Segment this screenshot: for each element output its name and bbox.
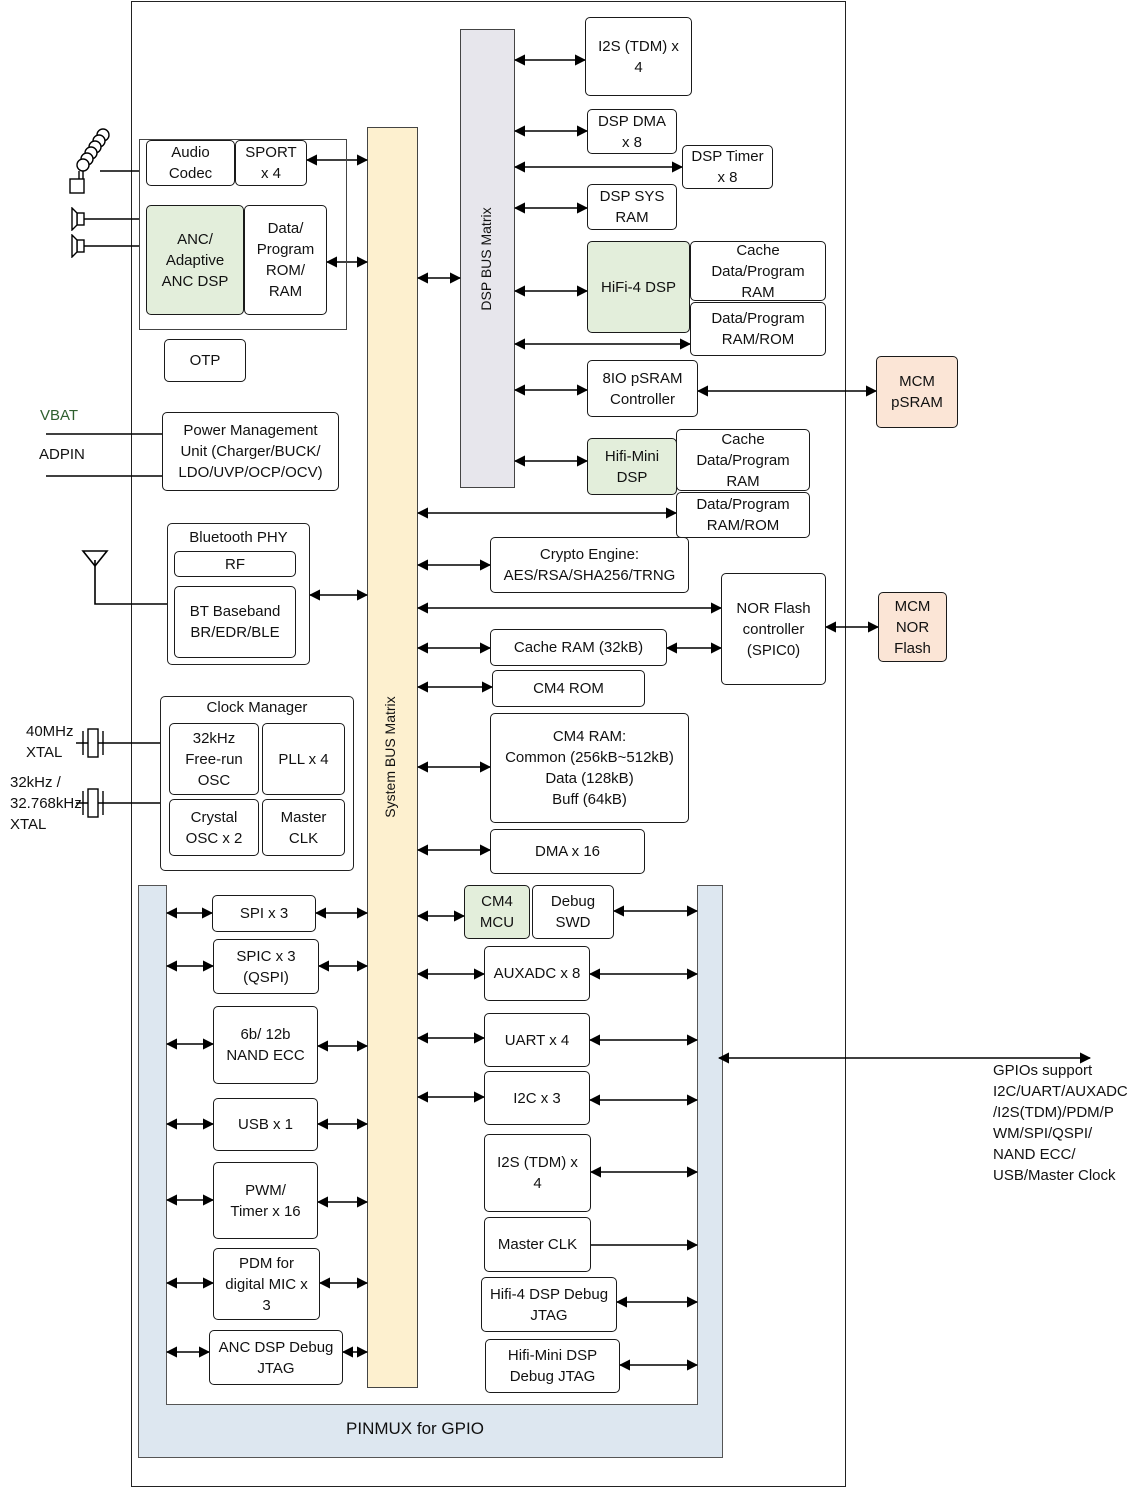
usb: USB x 1 — [213, 1098, 318, 1151]
cm4-rom: CM4 ROM — [492, 670, 645, 707]
hifimini-dsp: Hifi-Mini DSP — [587, 438, 677, 495]
microphone-icon — [69, 128, 110, 194]
crystal-osc: Crystal OSC x 2 — [169, 799, 259, 856]
mcm-nor-flash: MCM NOR Flash — [878, 592, 947, 662]
spic-qspi: SPIC x 3 (QSPI) — [213, 939, 319, 994]
speaker-icon — [71, 234, 85, 258]
system-bus-matrix — [367, 127, 418, 1388]
debug-swd: Debug SWD — [532, 885, 614, 939]
sport: SPORT x 4 — [235, 140, 307, 186]
bt-rf: RF — [174, 551, 296, 577]
bluetooth-phy — [167, 523, 310, 665]
spi: SPI x 3 — [212, 895, 316, 932]
xtal-32khz-label: 32kHz / 32.768kHz XTAL — [10, 774, 82, 833]
pwm-timer: PWM/ Timer x 16 — [213, 1162, 318, 1239]
vbat-label: VBAT — [40, 407, 79, 424]
pinmux-label: PINMUX for GPIO — [346, 1419, 484, 1438]
power-management-unit: Power Management Unit (Charger/BUCK/ LDO… — [162, 412, 339, 491]
master-clk-out: Master CLK — [484, 1217, 591, 1272]
i2c: I2C x 3 — [484, 1071, 590, 1125]
uart: UART x 4 — [484, 1013, 590, 1067]
hifi4-memory: Data/Program RAM/ROM — [690, 302, 826, 356]
dsp-i2s: I2S (TDM) x 4 — [585, 17, 692, 96]
clock-manager-title: Clock Manager — [206, 699, 308, 716]
chip-boundary — [131, 1, 846, 1487]
otp: OTP — [164, 339, 246, 382]
dsp-dma: DSP DMA x 8 — [587, 109, 677, 154]
master-clk-internal: Master CLK — [262, 799, 345, 856]
crystal-icon — [82, 788, 104, 818]
freerun-osc: 32kHz Free-run OSC — [169, 723, 259, 795]
audio-codec: Audio Codec — [146, 140, 235, 186]
cache-ram: Cache RAM (32kB) — [490, 629, 667, 666]
pdm-mic: PDM for digital MIC x 3 — [213, 1248, 320, 1320]
nor-flash-controller: NOR Flash controller (SPIC0) — [721, 573, 826, 685]
clock-manager — [160, 696, 354, 871]
bt-baseband: BT Baseband BR/EDR/BLE — [174, 586, 296, 658]
cm4-mcu: CM4 MCU — [464, 885, 530, 939]
dsp-bus-matrix — [460, 29, 515, 488]
hifi4-dsp: HiFi-4 DSP — [587, 241, 690, 333]
nand-ecc: 6b/ 12b NAND ECC — [213, 1006, 318, 1084]
mcm-psram: MCM pSRAM — [876, 356, 958, 428]
hifimini-dsp-debug-jtag: Hifi-Mini DSP Debug JTAG — [485, 1339, 620, 1393]
auxadc: AUXADC x 8 — [484, 946, 590, 1001]
dsp-sys-ram: DSP SYS RAM — [587, 184, 677, 230]
anc-memory: Data/ Program ROM/ RAM — [244, 205, 327, 315]
crypto-engine: Crypto Engine: AES/RSA/SHA256/TRNG — [490, 537, 689, 593]
anc-dsp: ANC/ Adaptive ANC DSP — [146, 205, 244, 315]
gpio-support-note: GPIOs support I2C/UART/AUXADC /I2S(TDM)/… — [993, 1062, 1128, 1184]
hifi4-dsp-debug-jtag: Hifi-4 DSP Debug JTAG — [481, 1277, 617, 1332]
bluetooth-title: Bluetooth PHY — [189, 529, 288, 546]
xtal-40mhz-label: 40MHz XTAL — [26, 723, 74, 761]
anc-dsp-debug-jtag: ANC DSP Debug JTAG — [209, 1330, 343, 1385]
hifimini-memory: Data/Program RAM/ROM — [676, 492, 810, 538]
adpin-label: ADPIN — [39, 446, 85, 463]
psram-controller: 8IO pSRAM Controller — [587, 360, 698, 417]
cm4-ram: CM4 RAM: Common (256kB~512kB) Data (128k… — [490, 713, 689, 823]
hifimini-cache: Cache Data/Program RAM — [676, 429, 810, 491]
audio-group — [139, 139, 347, 330]
dma: DMA x 16 — [490, 829, 645, 874]
hifi4-cache: Cache Data/Program RAM — [690, 241, 826, 301]
pll: PLL x 4 — [262, 723, 345, 795]
i2s-tdm: I2S (TDM) x 4 — [484, 1134, 591, 1212]
dsp-timer: DSP Timer x 8 — [682, 145, 773, 189]
speaker-icon — [71, 207, 85, 231]
crystal-icon — [82, 728, 104, 758]
